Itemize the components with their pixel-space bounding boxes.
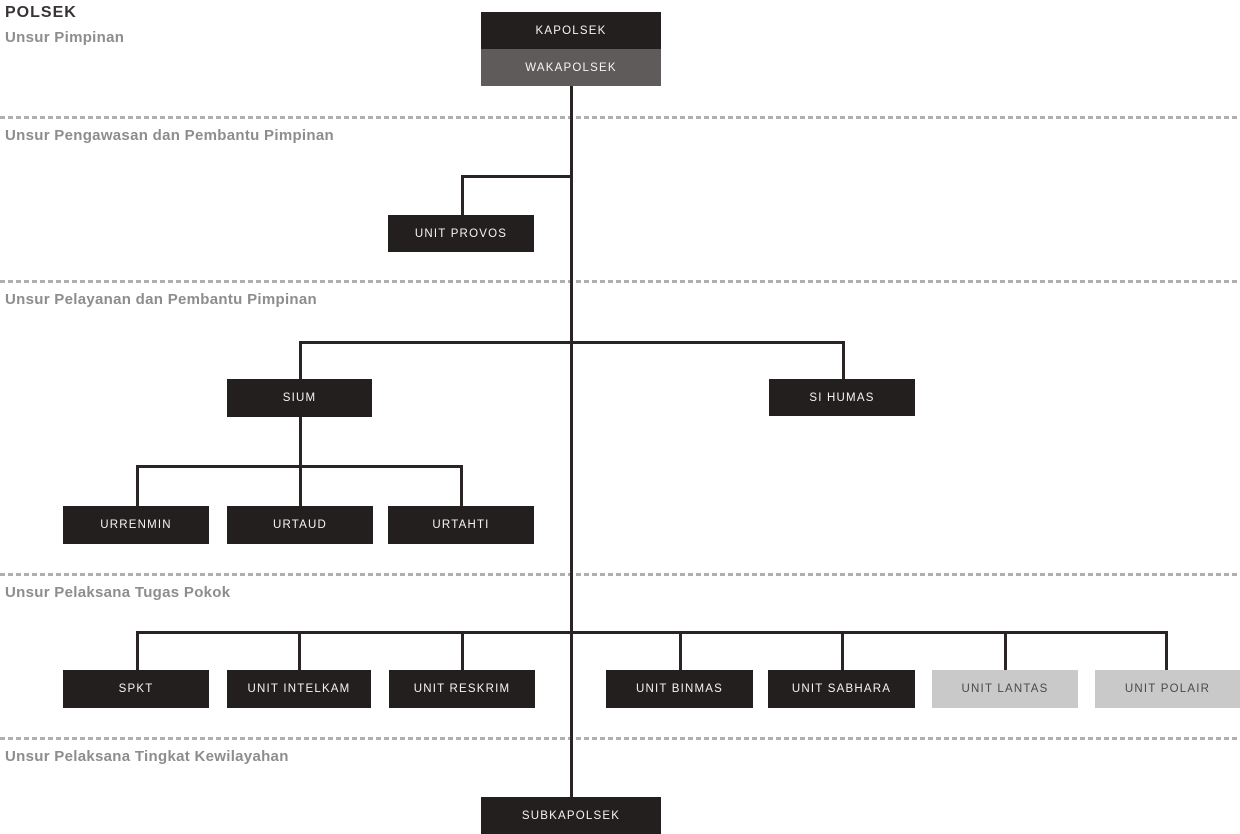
section-label-pimpinan: Unsur Pimpinan (5, 29, 125, 46)
connector-sium-down (299, 417, 302, 467)
node-urrenmin: URRENMIN (63, 506, 209, 544)
node-urtahti: URTAHTI (388, 506, 534, 544)
section-divider (0, 280, 1240, 283)
node-unit-binmas: UNIT BINMAS (606, 670, 753, 708)
connector-provos-horizontal (461, 175, 573, 178)
section-label-pelayanan: Unsur Pelayanan dan Pembantu Pimpinan (5, 291, 318, 308)
node-sium: SIUM (227, 379, 372, 417)
section-label-kewilayahan: Unsur Pelaksana Tingkat Kewilayahan (5, 748, 289, 765)
node-unit-intelkam: UNIT INTELKAM (227, 670, 371, 708)
connector-sihumas-drop (842, 341, 845, 379)
section-divider (0, 737, 1240, 740)
node-unit-sabhara: UNIT SABHARA (768, 670, 915, 708)
connector-provos-drop (461, 175, 464, 215)
node-subkapolsek: SUBKAPOLSEK (481, 797, 661, 834)
section-label-pengawasan: Unsur Pengawasan dan Pembantu Pimpinan (5, 127, 334, 144)
connector-lantas-drop (1004, 631, 1007, 670)
section-divider (0, 116, 1240, 119)
connector-sabhara-drop (841, 631, 844, 670)
node-urtaud: URTAUD (227, 506, 373, 544)
connector-trunk (570, 86, 573, 797)
connector-binmas-drop (679, 631, 682, 670)
connector-urtahti-drop (460, 465, 463, 506)
node-unit-reskrim: UNIT RESKRIM (389, 670, 535, 708)
section-divider (0, 573, 1240, 576)
connector-spkt-drop (136, 631, 139, 670)
section-label-pelaksana-pokok: Unsur Pelaksana Tugas Pokok (5, 584, 231, 601)
connector-reskrim-drop (461, 631, 464, 670)
page-title: POLSEK (5, 4, 77, 21)
node-unit-lantas: UNIT LANTAS (932, 670, 1078, 708)
connector-intelkam-drop (298, 631, 301, 670)
connector-urrenmin-drop (136, 465, 139, 506)
node-wakapolsek: WAKAPOLSEK (481, 49, 661, 86)
connector-task-horizontal (136, 631, 1168, 634)
node-unit-provos: UNIT PROVOS (388, 215, 534, 252)
connector-polair-drop (1165, 631, 1168, 670)
node-unit-polair: UNIT POLAIR (1095, 670, 1240, 708)
connector-urtaud-drop (299, 465, 302, 506)
connector-service-horizontal (299, 341, 845, 344)
node-kapolsek: KAPOLSEK (481, 12, 661, 49)
node-spkt: SPKT (63, 670, 209, 708)
connector-sium-drop (299, 341, 302, 379)
node-si-humas: SI HUMAS (769, 379, 915, 416)
